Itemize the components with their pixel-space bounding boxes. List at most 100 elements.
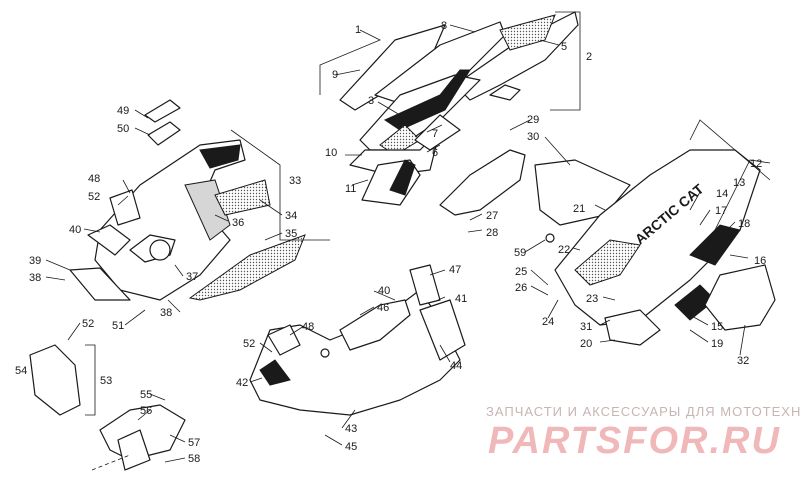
part-48-grommet (320, 348, 330, 358)
small-parts-group (29, 344, 186, 471)
callout-36: 36 (232, 217, 244, 229)
part-48 (109, 189, 141, 226)
belly-pan-group (249, 264, 466, 416)
callout-8: 8 (441, 20, 447, 32)
callout-54: 54 (15, 365, 27, 377)
part-44 (419, 299, 466, 361)
callout-18: 18 (738, 218, 750, 230)
callout-31: 31 (580, 321, 592, 333)
callout-42: 42 (236, 377, 248, 389)
part-6 (389, 159, 416, 196)
part-33-opening (149, 239, 171, 261)
part-39 (69, 267, 131, 301)
callout-52: 52 (88, 191, 100, 203)
callout-52c: 52 (82, 318, 94, 330)
callout-33: 33 (289, 175, 301, 187)
callout-2: 2 (586, 51, 592, 63)
callout-49: 49 (117, 105, 129, 117)
side-panel-group: ARCTIC CAT (439, 149, 776, 346)
part-40 (87, 224, 131, 256)
callout-30: 30 (527, 131, 539, 143)
callout-59: 59 (514, 247, 526, 259)
watermark-logo: PARTSFOR.RU (488, 420, 781, 462)
callout-48b: 48 (302, 321, 314, 333)
callout-29: 29 (527, 114, 539, 126)
part-56 (117, 429, 151, 471)
part-22 (574, 239, 641, 286)
callout-12: 12 (750, 158, 762, 170)
callout-32: 32 (737, 355, 749, 367)
callout-44: 44 (450, 360, 462, 372)
callout-50: 50 (117, 123, 129, 135)
part-16 (689, 224, 741, 266)
part-33-trim (199, 144, 241, 169)
part-46 (339, 299, 411, 351)
callout-45: 45 (345, 441, 357, 453)
callout-13: 13 (733, 177, 745, 189)
watermark-tagline: ЗАПЧАСТИ И АКСЕССУАРЫ ДЛЯ МОТОТЕХНИКИ (486, 404, 800, 419)
callout-38: 38 (29, 272, 41, 284)
callouts: 1 2 3 4 5 6 7 8 9 10 11 12 13 14 15 16 1… (15, 20, 766, 465)
leader-lines (45, 11, 771, 463)
callout-11: 11 (345, 183, 356, 195)
part-50 (147, 121, 181, 146)
part-30 (439, 149, 526, 216)
callout-6: 6 (432, 147, 438, 159)
callout-9: 9 (332, 69, 338, 81)
callout-26: 26 (515, 282, 527, 294)
part-13 (554, 149, 761, 326)
callout-39: 39 (29, 255, 41, 267)
windshield-group (339, 11, 579, 206)
part-54 (29, 344, 81, 416)
part-34 (214, 179, 271, 216)
part-47 (409, 264, 441, 306)
part-7 (414, 114, 461, 151)
part-48b (267, 324, 301, 356)
callout-23: 23 (586, 293, 598, 305)
callout-55: 55 (140, 389, 152, 401)
part-5-hatch (499, 14, 556, 51)
callout-47: 47 (449, 264, 461, 276)
callout-19: 19 (711, 338, 723, 350)
callout-4: 4 (436, 97, 442, 109)
callout-37: 37 (186, 271, 198, 283)
part-35 (188, 234, 306, 301)
callout-14: 14 (716, 188, 728, 200)
callout-57: 57 (188, 437, 200, 449)
callout-25: 25 (515, 266, 527, 278)
callout-58: 58 (188, 453, 200, 465)
callout-46: 46 (377, 302, 389, 314)
callout-53: 53 (100, 375, 112, 387)
part-59 (545, 233, 555, 243)
callout-34: 34 (285, 210, 297, 222)
callout-10: 10 (325, 147, 337, 159)
part-4-clip (489, 84, 521, 101)
console-group (69, 99, 306, 301)
callout-7: 7 (432, 128, 438, 140)
callout-1: 1 (355, 24, 361, 36)
callout-5: 5 (561, 41, 567, 53)
callout-20: 20 (580, 338, 592, 350)
callout-21: 21 (573, 203, 585, 215)
part-31 (604, 309, 661, 346)
callout-17: 17 (715, 205, 727, 217)
callout-24: 24 (542, 316, 554, 328)
callout-16: 16 (754, 255, 766, 267)
callout-41: 41 (455, 293, 467, 305)
callout-56: 56 (140, 405, 152, 417)
part-32 (704, 264, 776, 331)
callout-3: 3 (368, 95, 374, 107)
callout-15: 15 (711, 321, 723, 333)
callout-40b: 40 (378, 285, 390, 297)
callout-38b: 38 (160, 307, 172, 319)
part-42 (259, 359, 291, 386)
callout-51: 51 (112, 320, 124, 332)
callout-28: 28 (486, 227, 498, 239)
callout-48: 48 (88, 173, 100, 185)
callout-27: 27 (486, 210, 498, 222)
callout-22: 22 (558, 244, 570, 256)
callout-43: 43 (345, 423, 357, 435)
callout-52b: 52 (243, 338, 255, 350)
part-49 (144, 99, 181, 123)
